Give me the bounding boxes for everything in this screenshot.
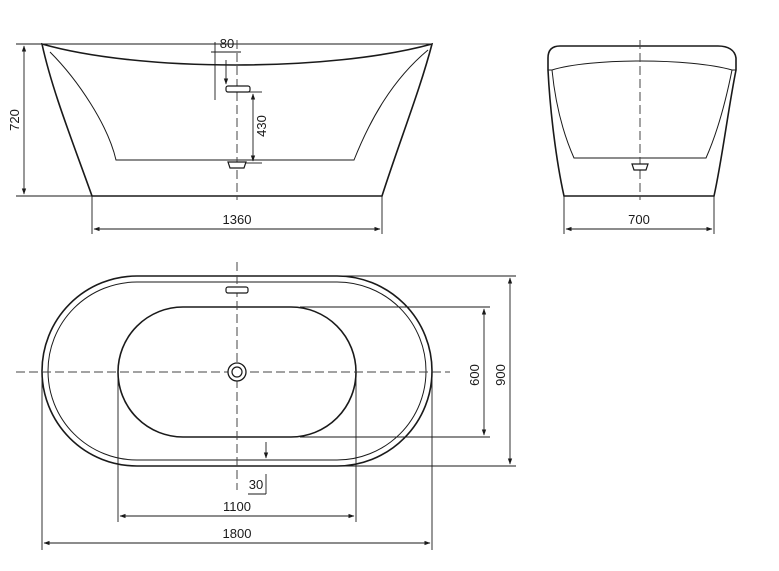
side-view-inner-basin (49, 49, 429, 161)
dim-label-total-width: 900 (493, 364, 508, 386)
dim-label-drain-offset: 80 (220, 36, 234, 51)
dim-label-side-length: 1360 (223, 212, 252, 227)
dim-label-end-width: 700 (628, 212, 650, 227)
drain-inner-ring (231, 366, 243, 378)
end-view-inner-basin (548, 69, 736, 159)
dim-label-inner-length: 1100 (223, 499, 251, 514)
dim-label-overflow-height: 430 (254, 115, 269, 137)
end-view-rim-curve (551, 60, 733, 71)
end-view: 700 (547, 40, 737, 234)
end-view-outer-shell (547, 45, 737, 197)
dim-label-inner-width: 600 (467, 364, 482, 386)
overflow-fitting (225, 85, 251, 93)
dim-label-side-height: 720 (7, 109, 22, 131)
dim-label-total-length: 1800 (223, 526, 252, 541)
side-view-outer-shell (40, 42, 434, 197)
drain-fitting (227, 161, 247, 169)
drain-outer-ring (227, 362, 247, 382)
top-overflow-fitting (225, 286, 249, 294)
end-view-drain (631, 163, 649, 171)
dim-label-rim-offset: 30 (249, 477, 263, 492)
side-view: 720 1360 80 430 (7, 36, 434, 234)
top-view: 900 600 30 1100 1800 (16, 262, 516, 550)
